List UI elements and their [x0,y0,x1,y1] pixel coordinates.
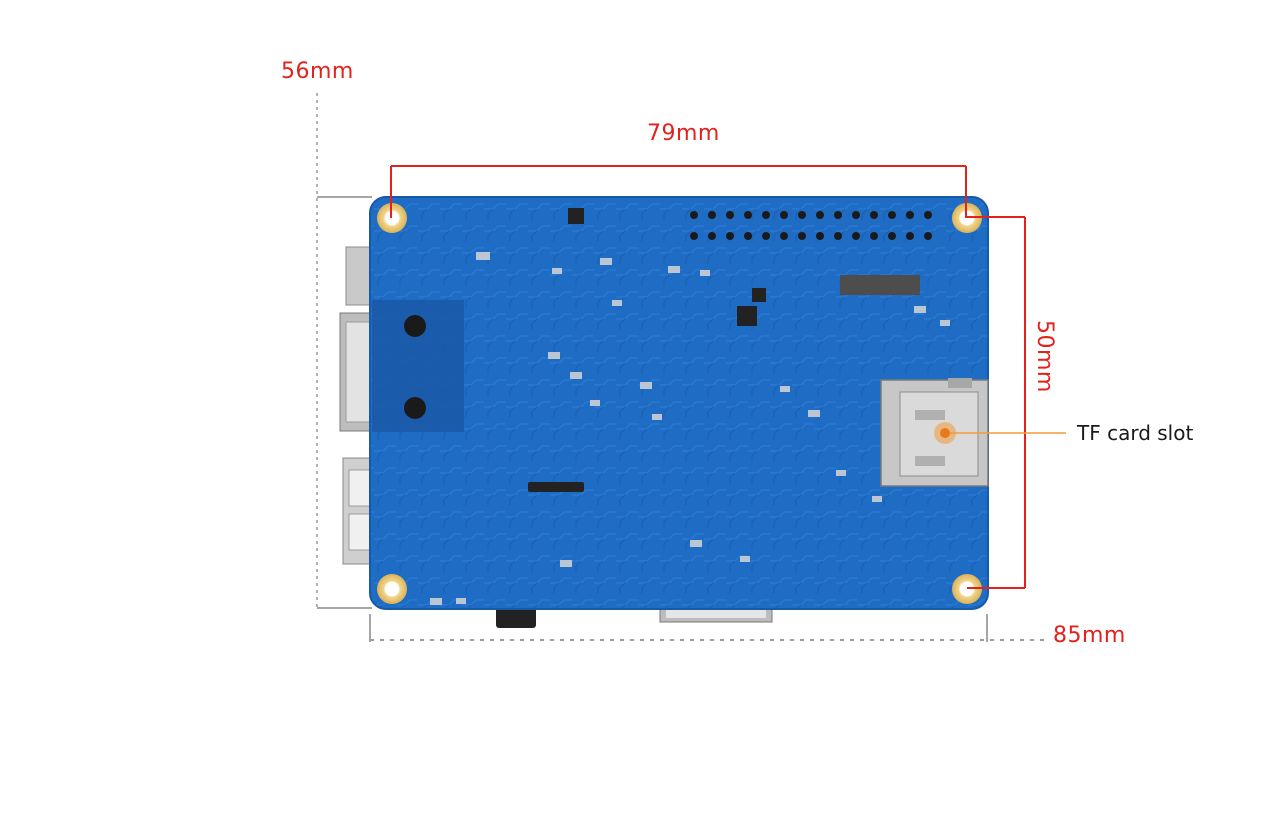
dimension-line-79mm [390,165,967,218]
pcb-components [528,208,920,492]
outer-extent-guides [316,93,1046,642]
mounting-hole-bottom-left [377,574,407,604]
dimension-label-79mm: 79mm [647,121,720,146]
gpio-pins [690,211,932,240]
tf-card-slot-label: TF card slot [1076,421,1193,445]
tf-card-slot-callout [934,422,1066,444]
dimension-line-50mm [967,216,1026,589]
pcb-board [369,196,989,610]
rj45-screws-icon [404,315,426,419]
dimension-label-50mm: 50mm [1032,320,1057,393]
dimension-label-56mm: 56mm [281,59,354,84]
tf-card-slot [880,378,989,487]
pcb-component-dots [430,252,950,605]
dimension-label-85mm: 85mm [1053,623,1126,648]
